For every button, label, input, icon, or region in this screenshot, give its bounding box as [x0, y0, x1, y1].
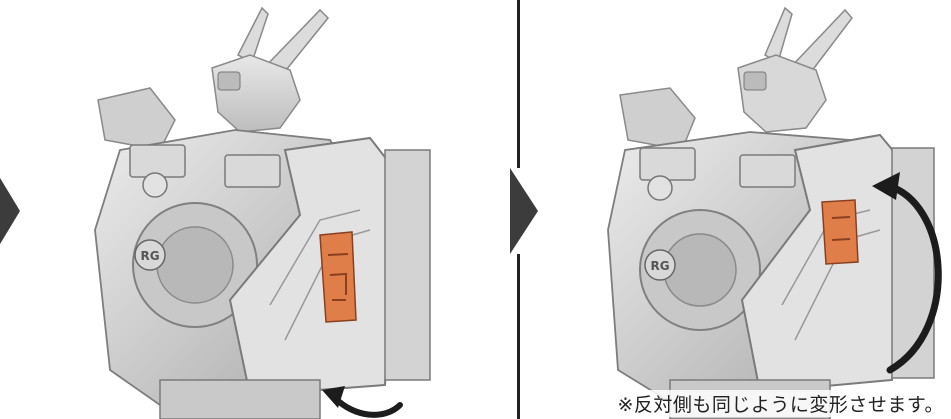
curved-arrow-icon: [332, 395, 403, 418]
head-antenna: [236, 6, 269, 64]
chest-vent: [739, 154, 796, 188]
rg-emblem: [644, 249, 676, 281]
robot-head-visor: [217, 71, 241, 91]
instruction-panel-before: RG: [94, 6, 431, 419]
chest-vent: [129, 144, 186, 178]
rg-emblem-text: RG: [140, 249, 159, 263]
chest-vent: [639, 147, 696, 181]
chest-disc-inner: [156, 226, 234, 304]
orange-part-detail: [831, 216, 851, 241]
orange-transform-part: [821, 199, 859, 265]
robot-torso-illustration-before: RG: [94, 6, 431, 419]
back-shoulder: [97, 87, 176, 151]
rg-emblem-text: RG: [650, 259, 669, 273]
orange-transform-part: [319, 231, 357, 323]
side-block: [891, 147, 935, 379]
head-antenna: [764, 6, 793, 64]
waist: [159, 379, 321, 419]
rg-emblem: [134, 239, 166, 271]
chevron-right-icon: [510, 168, 538, 254]
chevron-right-icon: [0, 168, 20, 254]
instruction-panel-after: RG: [520, 0, 951, 419]
side-block: [384, 149, 431, 381]
orange-part-detail: [327, 253, 349, 301]
robot-head-visor: [743, 71, 767, 91]
robot-torso-illustration-after: RG: [607, 6, 942, 419]
instruction-note: ※反対側も同じように変形させます。: [614, 390, 947, 417]
side-bolt: [647, 175, 673, 201]
armor-panel-line: [269, 209, 361, 306]
curved-arrow-head: [322, 386, 345, 408]
back-shoulder: [619, 87, 696, 151]
curved-arrow-head: [872, 172, 900, 200]
chest-vent: [224, 154, 281, 188]
side-bolt: [142, 172, 168, 198]
curved-arrow-icon: [881, 181, 942, 374]
